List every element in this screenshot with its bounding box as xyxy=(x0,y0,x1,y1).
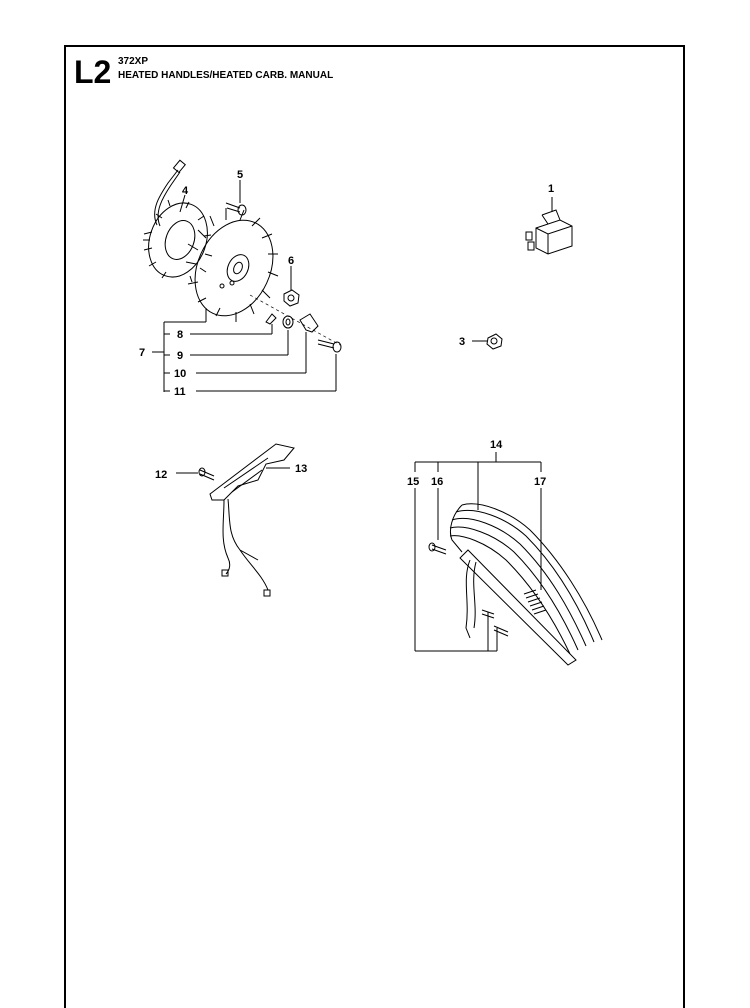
nut-part-3 xyxy=(472,333,503,350)
page-frame xyxy=(64,45,685,1008)
callout-13: 13 xyxy=(295,463,307,475)
heating-element-group xyxy=(176,443,295,597)
generator-group xyxy=(143,159,342,353)
callout-14: 14 xyxy=(490,439,503,451)
stator-part xyxy=(143,199,213,283)
page-title: HEATED HANDLES/HEATED CARB. MANUAL xyxy=(118,70,334,81)
flywheel-part xyxy=(185,208,279,322)
heating-plate-13 xyxy=(209,443,295,501)
callout-12: 12 xyxy=(155,469,167,481)
callout-3: 3 xyxy=(459,336,465,348)
screw-part-5 xyxy=(225,202,247,216)
callout-4: 4 xyxy=(182,185,189,197)
cable-connector xyxy=(172,159,186,174)
callout-9: 9 xyxy=(177,350,183,362)
front-handle-group xyxy=(414,452,603,666)
callout-7: 7 xyxy=(139,347,145,359)
callout-10: 10 xyxy=(174,368,186,380)
fastener-parts-8-11 xyxy=(265,313,342,353)
callout-16: 16 xyxy=(431,476,443,488)
nut-part-6 xyxy=(283,289,300,307)
generator-cable xyxy=(154,169,179,226)
callout-5: 5 xyxy=(237,169,243,181)
leader-lines-generator xyxy=(152,180,337,392)
callout-15: 15 xyxy=(407,476,419,488)
callout-1: 1 xyxy=(548,183,554,195)
switch-part-1 xyxy=(525,197,573,255)
callout-8: 8 xyxy=(177,329,183,341)
callout-labels: 1 3 4 5 6 7 8 9 10 11 12 13 14 15 16 17 xyxy=(139,169,554,488)
callout-6: 6 xyxy=(288,255,294,267)
section-code: L2 xyxy=(74,54,112,90)
callout-11: 11 xyxy=(174,386,186,398)
model-name: 372XP xyxy=(118,56,149,67)
callout-17: 17 xyxy=(534,476,546,488)
